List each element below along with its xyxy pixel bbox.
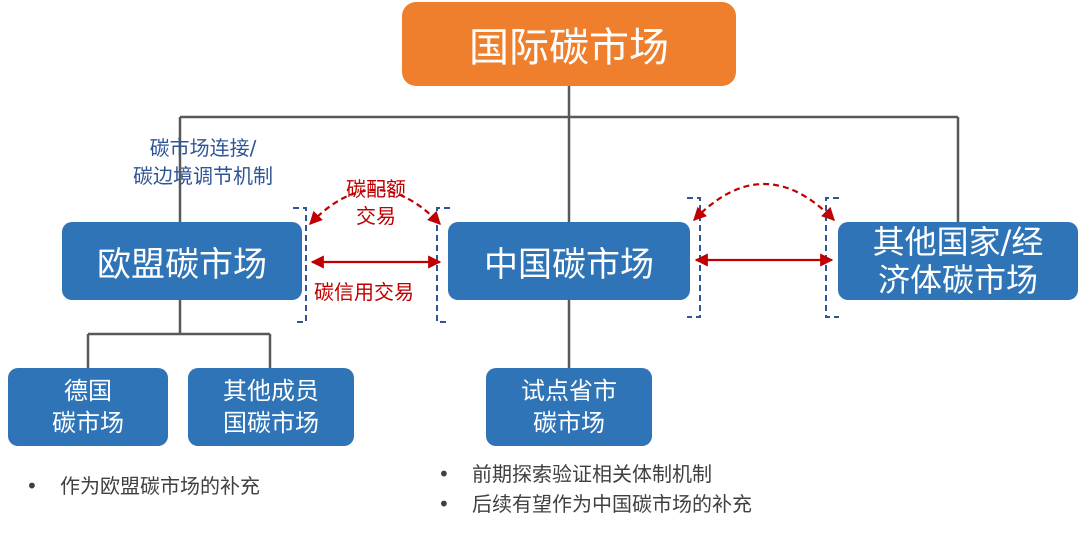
root-title: 国际碳市场	[469, 25, 669, 71]
eu-note-bullet: •	[26, 474, 38, 498]
pilot-label-line1: 试点省市	[521, 377, 617, 405]
market-link-label-line1: 碳市场连接/	[149, 136, 257, 160]
china-carbon-market-box: 中国碳市场	[448, 222, 690, 300]
eu-carbon-market-box: 欧盟碳市场	[62, 222, 302, 300]
eu-market-label: 欧盟碳市场	[97, 244, 267, 285]
eu-note: • 作为欧盟碳市场的补充	[26, 470, 260, 499]
china-note-2: • 后续有望作为中国碳市场的补充	[438, 488, 752, 517]
china-note-2-bullet: •	[438, 492, 450, 516]
quota-trade-label-line2: 交易	[356, 204, 396, 228]
germany-label-line1: 德国	[64, 377, 112, 405]
international-carbon-market-box: 国际碳市场	[402, 2, 736, 86]
other-members-label-line2: 国碳市场	[223, 409, 319, 437]
other-members-carbon-market-box: 其他成员 国碳市场	[188, 368, 354, 446]
germany-carbon-market-box: 德国 碳市场	[8, 368, 168, 446]
pilot-label-line2: 碳市场	[533, 409, 605, 437]
tree-connectors	[86, 86, 960, 368]
other-market-label-line1: 其他国家/经	[872, 223, 1044, 261]
quota-trade-label: 碳配额 交易	[336, 176, 416, 230]
trade-arrows	[309, 182, 835, 269]
pilot-carbon-market-box: 试点省市 碳市场	[486, 368, 652, 446]
other-economies-carbon-market-box: 其他国家/经 济体碳市场	[838, 222, 1078, 300]
other-members-label-line1: 其他成员	[223, 377, 319, 405]
market-link-label-line2: 碳边境调节机制	[133, 164, 273, 188]
china-note-1: • 前期探索验证相关体制机制	[438, 458, 712, 487]
quota-trade-label-line1: 碳配额	[346, 177, 406, 201]
germany-label-line2: 碳市场	[52, 409, 124, 437]
other-market-label-line2: 济体碳市场	[877, 261, 1038, 299]
china-market-label: 中国碳市场	[484, 244, 654, 285]
china-note-2-text: 后续有望作为中国碳市场的补充	[472, 492, 752, 516]
china-other-arc	[693, 182, 835, 221]
eu-right-bracket	[293, 207, 307, 323]
market-link-label: 碳市场连接/ 碳边境调节机制	[133, 134, 273, 190]
credit-trade-label: 碳信用交易	[314, 280, 414, 304]
eu-note-text: 作为欧盟碳市场的补充	[60, 474, 260, 498]
eu-china-quota-arc	[309, 189, 441, 225]
china-note-1-bullet: •	[438, 462, 450, 486]
china-note-1-text: 前期探索验证相关体制机制	[472, 462, 712, 486]
